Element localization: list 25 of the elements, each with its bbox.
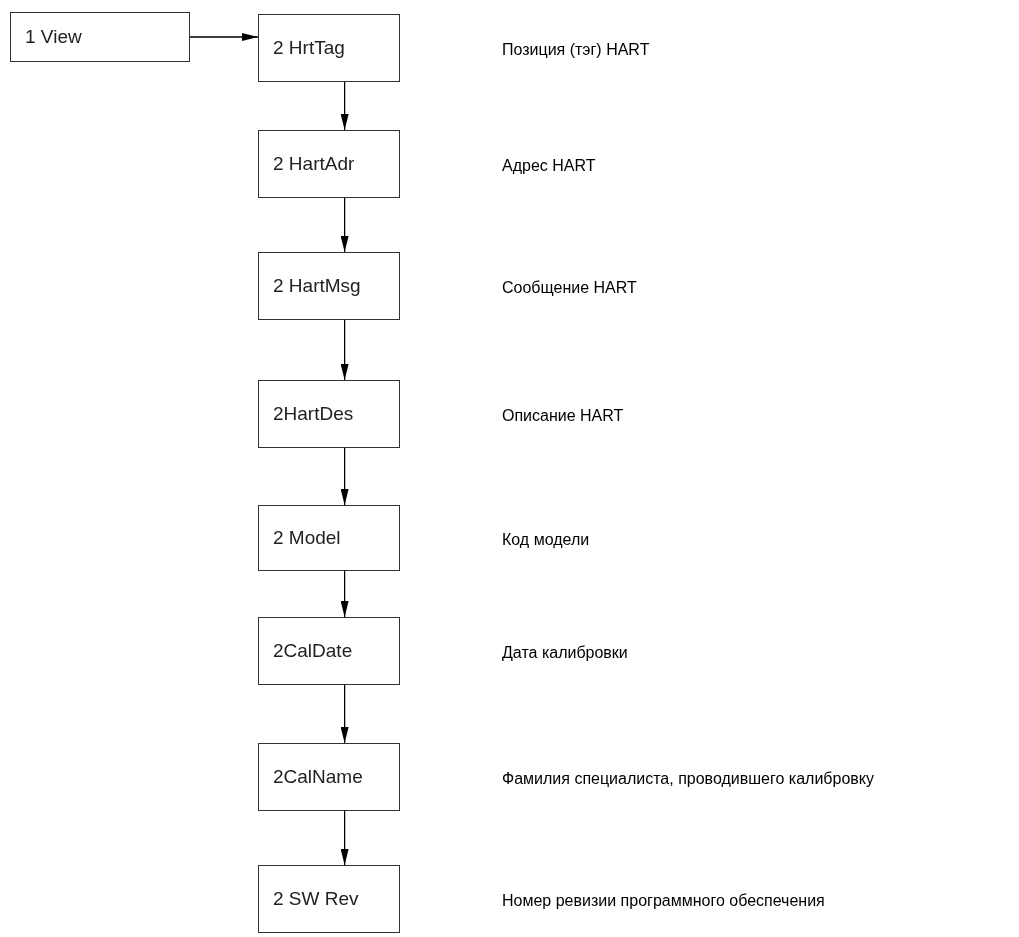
arrow <box>340 81 349 131</box>
arrow <box>340 570 349 618</box>
menu-box: 2 Model <box>258 505 400 571</box>
menu-box: 1 View <box>10 12 190 62</box>
menu-box: 2CalName <box>258 743 400 811</box>
arrow <box>189 33 259 41</box>
description-text: Позиция (тэг) HART <box>502 40 650 60</box>
menu-box: 2 HrtTag <box>258 14 400 82</box>
description-text: Сообщение HART <box>502 278 637 298</box>
arrow <box>340 684 349 744</box>
arrow <box>340 447 349 506</box>
menu-box: 2 SW Rev <box>258 865 400 933</box>
menu-box: 2 HartMsg <box>258 252 400 320</box>
menu-box: 2 HartAdr <box>258 130 400 198</box>
arrow <box>340 810 349 866</box>
description-text: Фамилия специалиста, проводившего калибровку <box>502 769 874 789</box>
menu-box: 2HartDes <box>258 380 400 448</box>
arrow <box>340 197 349 253</box>
description-text: Адрес HART <box>502 156 596 176</box>
description-text: Описание HART <box>502 406 624 426</box>
arrow <box>340 319 349 381</box>
menu-box: 2CalDate <box>258 617 400 685</box>
description-text: Код модели <box>502 530 590 550</box>
description-text: Номер ревизии программного обеспечения <box>502 891 825 911</box>
description-text: Дата калибровки <box>502 643 628 663</box>
